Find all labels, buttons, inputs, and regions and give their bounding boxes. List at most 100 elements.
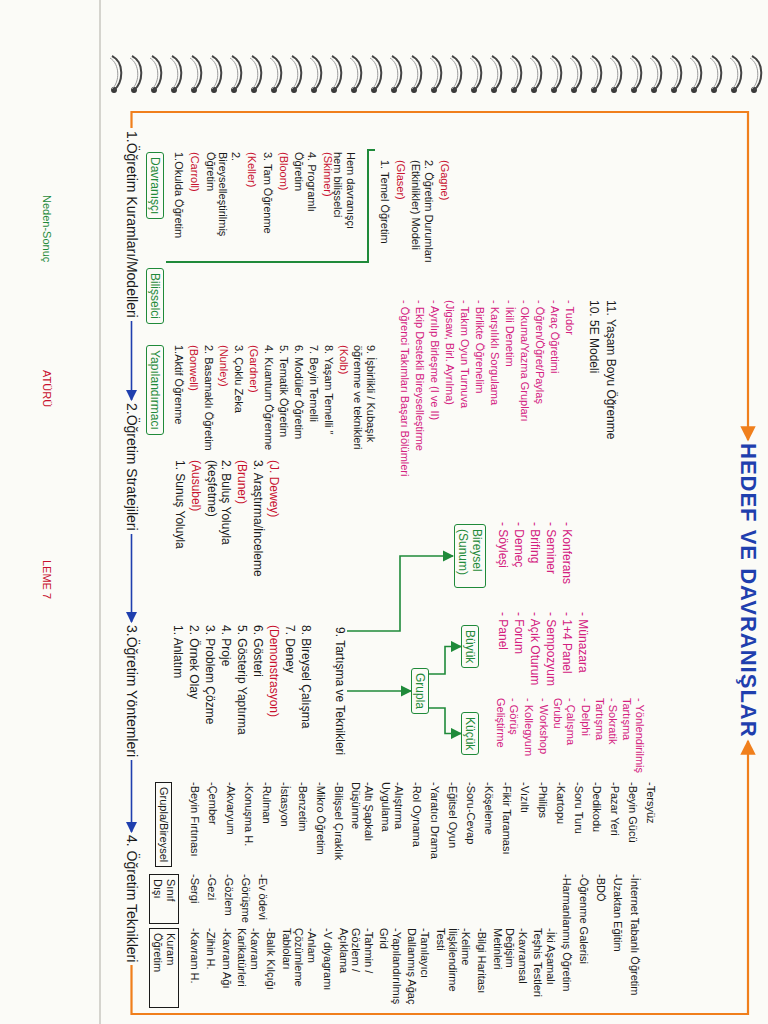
- sub-item: - Çalışma Grubu: [552, 698, 577, 778]
- page-edge: [99, 0, 101, 1024]
- connector-arrow: [131, 321, 133, 400]
- node-text: 2.Öğretim Stratejileri: [124, 403, 141, 531]
- technique-item: -Benzetim: [296, 782, 309, 832]
- sub-item: - Araç Öğretimi: [548, 300, 561, 373]
- author-name: LEME 7: [40, 560, 53, 599]
- method-item: 9. Tartışma ve Teknikleri: [333, 625, 347, 757]
- sub-item: - Panel: [495, 612, 509, 650]
- model-item: 9. İşbirlikli / Kubaşık öğrenme ve tekni…: [352, 345, 377, 455]
- sub-item: - Söyleşi: [495, 522, 509, 568]
- connector-arrow: [429, 708, 461, 734]
- sub-item: - Sokratik Tartışma: [594, 698, 619, 778]
- sub-item: - İkili Denetim: [503, 300, 516, 367]
- technique-item: -Rol Oynama: [410, 782, 423, 847]
- node-text: Küçük: [463, 717, 477, 750]
- sub-item: - Münazara: [575, 612, 589, 673]
- technique-item: -Balık Kılçığı: [264, 928, 277, 990]
- sub-item: - Karşılıklı Sorgulama: [488, 300, 501, 405]
- method-item: 2. Örnek Olay: [186, 625, 200, 699]
- author-name: (Gardner): [247, 345, 260, 393]
- technique-item: -Mikro Öğretim: [314, 782, 327, 855]
- technique-item: -Beyin Gücü: [626, 782, 639, 843]
- node-text: Kuram Öğretim: [151, 933, 177, 1003]
- model-item: 4. Kuantum Öğrenme: [262, 345, 275, 450]
- technique-item: -Sergi: [188, 874, 201, 903]
- technique-item: -Gözlem: [222, 874, 235, 916]
- technique-item: -Dedikodu: [590, 782, 603, 832]
- sub-item: - Görüş Geliştirme: [495, 698, 520, 778]
- category-box: Davranışçı: [146, 152, 164, 219]
- sub-item: (Jigsaw, Birl. Ayrılma): [443, 300, 456, 405]
- node-text: Bireysel (Sunum): [456, 529, 485, 583]
- technique-item: -Bilgi Haritası: [475, 928, 488, 993]
- node-text: Bilişselci: [148, 273, 162, 319]
- model-item: 3. Tam Öğrenme: [261, 152, 274, 234]
- method-item: 1. Anlatım: [170, 625, 184, 678]
- sub-item: - 1+4 Panel: [559, 612, 573, 674]
- technique-item: -Kavram Karikatürleri: [236, 928, 261, 1008]
- model-item: 11. Yaşam Boyu Öğrenme: [603, 300, 617, 439]
- connector-arrow: [347, 690, 411, 692]
- technique-group-box: Sınıf Dışı: [149, 874, 179, 924]
- connector-arrow: [131, 534, 133, 622]
- node-text: 9. Tartışma ve Teknikleri: [333, 627, 347, 755]
- method-item: 6. Gösteri: [250, 625, 264, 677]
- sub-item: - Brifing: [527, 522, 541, 563]
- technique-item: -Altı Şapkalı Düşünme: [350, 782, 375, 870]
- method-item: 7. Deney: [282, 625, 296, 673]
- group-box: Grupla: [411, 668, 429, 714]
- technique-item: -Yaratıcı Drama: [428, 782, 441, 859]
- author-name: (Demonstrasyon): [266, 625, 280, 717]
- group-bracket: [166, 150, 375, 262]
- strategy-item: 1. Sunuş Yoluyla: [172, 460, 186, 549]
- sub-item: - Açık Oturum: [527, 612, 541, 685]
- technique-item: -Akvaryum: [224, 782, 237, 835]
- technique-item: -Kartopu: [554, 782, 567, 824]
- sub-item: - Delphi: [579, 698, 592, 736]
- strategy-item: 3. Araştırma/İnceleme: [250, 460, 264, 577]
- technique-item: -Anlam Çözümleme Tabloları: [280, 928, 318, 1008]
- technique-group-box: Grupla/Bireysel: [155, 782, 172, 867]
- page-fragment: Neden-Sonuç: [40, 195, 53, 262]
- model-item: 6. Modüler Öğretim: [292, 345, 305, 439]
- author-name: (Gagne): [438, 160, 451, 200]
- technique-item: -BDÖ: [594, 874, 607, 902]
- connector-arrow: [347, 556, 453, 631]
- sub-item: - Ayrılıp Birleşme (I ve II): [428, 300, 441, 420]
- author-name: (Bruner): [234, 460, 248, 504]
- section-header: 4. Öğretim Teknikleri: [124, 832, 141, 965]
- technique-item: -Yapılandırılmış Grid: [378, 928, 403, 1008]
- node-text: 4. Öğretim Teknikleri: [124, 835, 141, 962]
- node-text: 3.Öğretim Yöntemleri: [124, 625, 141, 757]
- section-header: 2.Öğretim Stratejileri: [124, 400, 141, 534]
- technique-item: -Pazar Yeri: [608, 782, 621, 836]
- technique-item: -Tahmin / Gözlem / Açıklama: [337, 928, 375, 1008]
- connector-arrow: [429, 647, 461, 675]
- technique-item: -Zihin H.: [204, 928, 217, 970]
- model-item: 1.Aktif Öğrenme: [172, 345, 185, 424]
- strategy-item: 2. Buluş Yoluyla (keşfetme): [204, 460, 232, 585]
- technique-item: -Rulman: [260, 782, 273, 824]
- technique-item: -İki Aşamalı Teşhis Testleri: [532, 928, 557, 1008]
- technique-item: -Ev ödevi: [256, 874, 269, 920]
- author-name: (Bloom): [277, 152, 290, 191]
- technique-item: -Beyin Fırtınası: [188, 782, 201, 857]
- author-name: (Skinner): [321, 152, 334, 197]
- model-item: 3. Çoklu Zeka: [232, 345, 245, 413]
- sub-item: - Kollegyum: [522, 698, 535, 756]
- technique-item: -Çember: [206, 782, 219, 825]
- technique-item: -Öğrenme Galerisi: [577, 874, 590, 964]
- technique-item: -İnternet Tabanlı Öğretim: [628, 874, 641, 995]
- author-name: (Keller): [245, 152, 258, 187]
- method-item: 3. Problem Çözme: [202, 625, 216, 724]
- technique-item: -Fikir Taraması: [500, 782, 513, 855]
- author-name: (Kolb): [337, 345, 350, 374]
- sub-item: - Birlikte Öğrenelim: [473, 300, 486, 394]
- technique-group-box: Kuram Öğretim: [149, 928, 179, 1008]
- technique-item: -Gezi: [205, 874, 218, 900]
- node-text: Yapılandırmacı: [148, 350, 162, 430]
- author-name: (Ausubel): [188, 460, 202, 511]
- model-item: 7. Beyin Temelli: [307, 345, 320, 422]
- author-name: (Nunley): [217, 345, 230, 387]
